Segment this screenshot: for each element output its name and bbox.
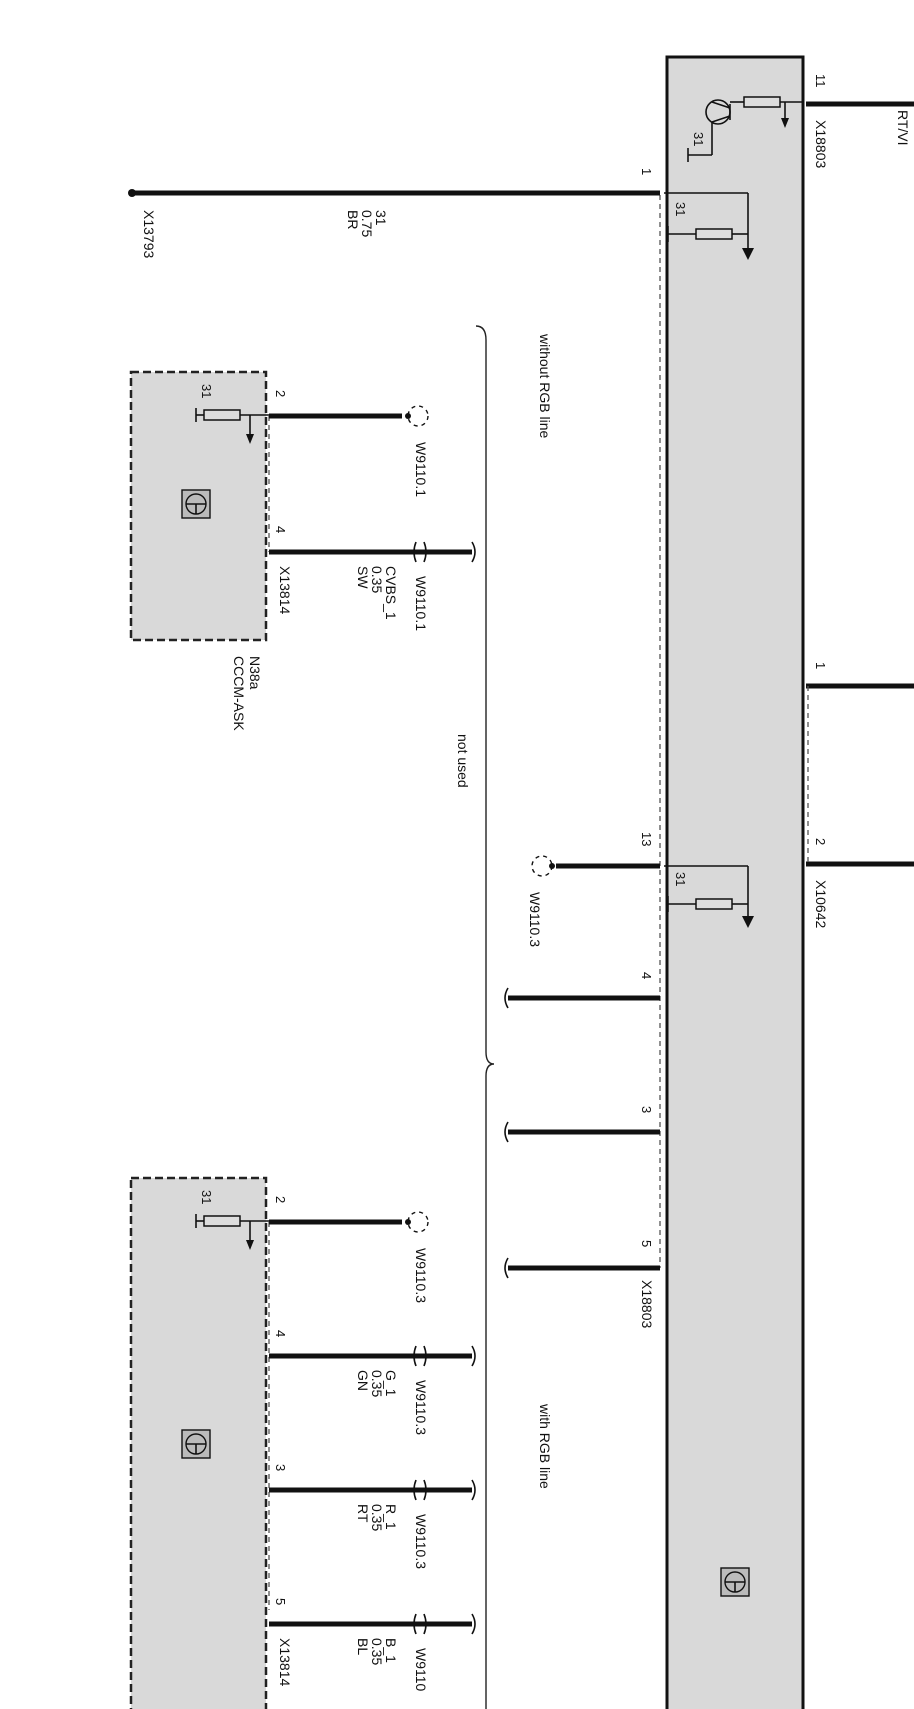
pin1-ground-resistor: [664, 192, 754, 260]
cccm-bottom-w4-size: 0.35: [369, 1370, 385, 1397]
cccm-bottom-resistor: [195, 1214, 269, 1250]
main-connector-label: X18803: [639, 1280, 655, 1328]
cccm-top-w4-size: 0.35: [369, 566, 385, 593]
cccm-top-resistor: [195, 408, 269, 444]
main-pin3-label: 3: [639, 1106, 654, 1113]
cccm-bottom-pin4-label: 4: [273, 1330, 288, 1337]
main-module: [665, 55, 805, 1709]
right-pin2-label: 2: [813, 838, 828, 845]
main-pin5-label: 5: [639, 1240, 654, 1247]
cccm-top-w4-name: CVBS_1: [383, 566, 399, 620]
cccm-top-ground-label: 31: [199, 384, 214, 398]
cccm-bottom-w5-size: 0.35: [369, 1638, 385, 1665]
splice-13-label: W9110.3: [527, 892, 543, 947]
cccm-bottom-w3-color: RT: [355, 1504, 371, 1523]
right-connector-label: X10642: [813, 880, 829, 928]
cccm-bottom-pin5-label: 5: [273, 1598, 288, 1605]
cccm-bottom-connector-label: X13814: [277, 1638, 293, 1686]
pin13-label: 13: [639, 832, 654, 846]
top-pin-label: 11: [813, 74, 828, 88]
cccm-top-pin2-label: 2: [273, 390, 288, 397]
pin1-ground-label: 31: [673, 202, 688, 216]
pin13-ground-resistor: [664, 865, 754, 928]
main-pin4-label: 4: [639, 972, 654, 979]
cccm-top-connector-label: X13814: [277, 566, 293, 614]
cccm-top-name-label: CCCM-ASK: [231, 656, 247, 731]
not-used-label: not used: [455, 734, 471, 788]
cccm-bottom-pin2-splice-icon: [407, 1211, 429, 1233]
cccm-bottom-w3-size: 0.35: [369, 1504, 385, 1531]
cccm-top-id-label: N38a: [247, 656, 263, 690]
cccm-bottom-pin3-label: 3: [273, 1464, 288, 1471]
ground-size-label: 0.75: [359, 210, 375, 237]
cccm-bottom-ground-label: 31: [199, 1190, 214, 1204]
cccm-bottom-splice-pin5-label: W9110: [413, 1648, 429, 1692]
with-rgb-label: with RGB line: [537, 1403, 553, 1489]
top-connector-label: X18803: [813, 120, 829, 168]
cccm-top-icon: [181, 489, 211, 519]
cccm-top-w4-color: SW: [355, 566, 371, 589]
control-unit-icon: [720, 1567, 750, 1597]
without-rgb-bracket: [475, 325, 495, 1709]
pin13-ground-label: 31: [673, 872, 688, 886]
top-resistor: [743, 96, 781, 108]
cccm-top-splice-pin4-label: W9110.1: [413, 576, 429, 631]
cccm-top-splice-pin2-label: W9110.1: [413, 442, 429, 497]
cccm-bottom-splice-pin2-label: W9110.3: [413, 1248, 429, 1303]
cccm-bottom-w5-color: BL: [355, 1638, 371, 1655]
cccm-bottom-w5-name: B_1: [383, 1638, 399, 1663]
cccm-top-pin2-splice-icon: [407, 405, 429, 427]
cccm-bottom-splice-pin4-label: W9110.3: [413, 1380, 429, 1435]
cccm-bottom-icon: [181, 1429, 211, 1459]
ground-connector-label: X13793: [141, 210, 157, 258]
top-arrow-down-icon: [781, 118, 789, 128]
ground-terminal-label: 31: [373, 210, 389, 226]
right-pin1-label: 1: [813, 662, 828, 669]
cccm-bottom-pin2-label: 2: [273, 1196, 288, 1203]
cccm-bottom-splice-pin3-label: W9110.3: [413, 1514, 429, 1569]
cccm-bottom-w4-color: GN: [355, 1370, 371, 1391]
ground-wire-terminal: [128, 189, 136, 197]
transistor-symbol: [687, 99, 731, 162]
main-pin1-label: 1: [639, 168, 654, 175]
without-rgb-label: without RGB line: [537, 333, 553, 438]
ground-color-label: BR: [345, 210, 361, 229]
top-wire-code: RT/VI: [895, 110, 911, 146]
cccm-bottom-w4-name: G_1: [383, 1370, 399, 1397]
cccm-bottom-w3-name: R_1: [383, 1504, 399, 1530]
transistor-ground-label: 31: [691, 132, 706, 146]
cccm-top-pin4-label: 4: [273, 526, 288, 533]
